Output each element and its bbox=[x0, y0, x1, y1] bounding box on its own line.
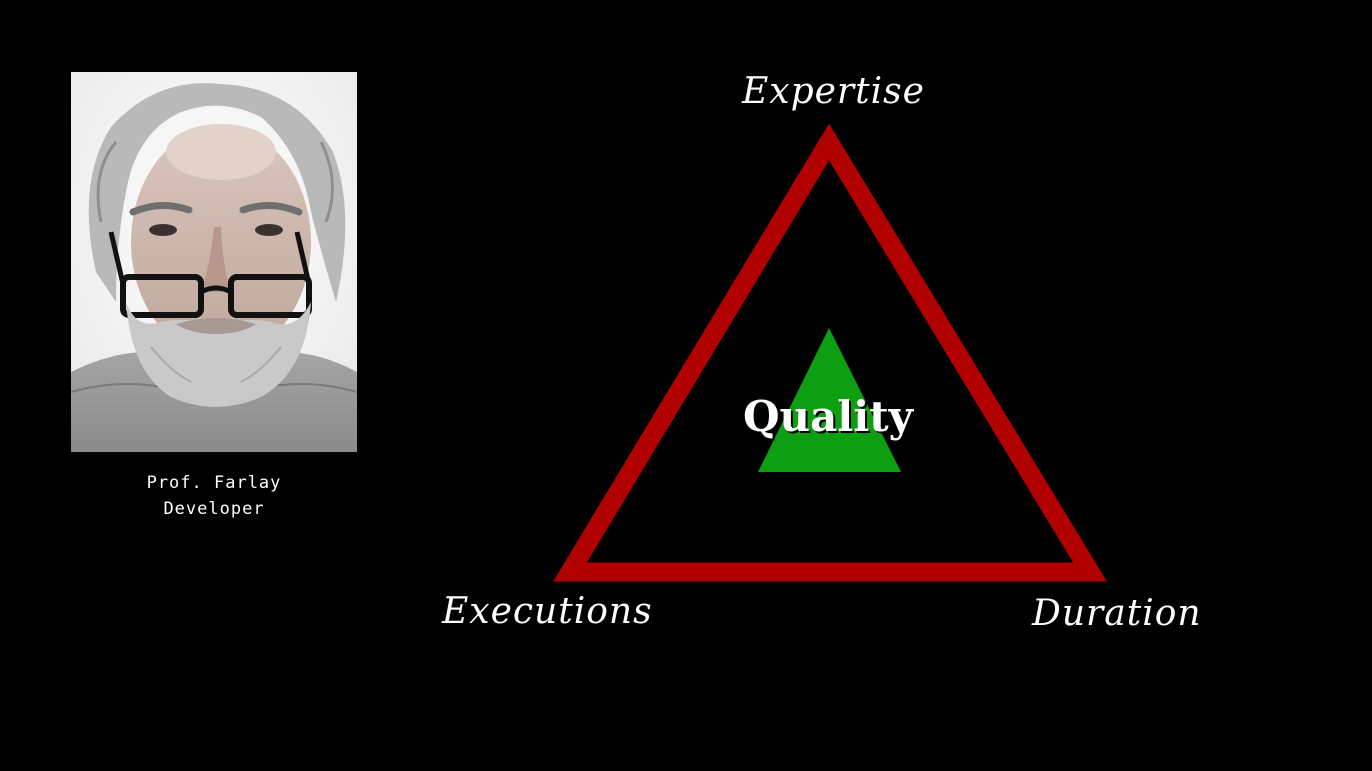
portrait-illustration bbox=[71, 72, 357, 452]
portrait-caption: Prof. Farlay Developer bbox=[71, 470, 357, 522]
person-name: Prof. Farlay bbox=[146, 473, 282, 493]
label-duration: Duration bbox=[1032, 593, 1202, 634]
label-executions: Executions bbox=[442, 591, 653, 632]
inner-triangle bbox=[758, 328, 901, 472]
person-role: Developer bbox=[163, 499, 265, 519]
label-quality: Quality bbox=[742, 392, 914, 441]
label-expertise: Expertise bbox=[742, 71, 925, 112]
outer-triangle bbox=[553, 123, 1107, 582]
portrait-photo bbox=[71, 72, 357, 452]
